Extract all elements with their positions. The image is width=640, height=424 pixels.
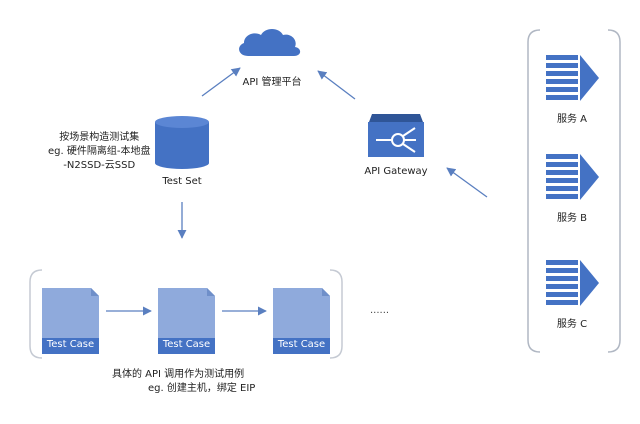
testcase-bracket-left <box>29 269 43 359</box>
scenario-note-line2: eg. 硬件隔离组-本地盘 <box>48 146 151 157</box>
scenario-note-line1: 按场景构造测试集 <box>59 132 140 143</box>
service-c-icon <box>546 260 599 306</box>
service-a-label: 服务 A <box>556 114 588 125</box>
testcase-1-icon <box>42 288 99 354</box>
arrow-gateway-to-cloud <box>317 70 356 100</box>
gateway-label: API Gateway <box>364 166 428 177</box>
cloud-label: API 管理平台 <box>242 77 302 88</box>
api-note-line1: 具体的 API 调用作为测试用例 <box>112 369 245 380</box>
testcase-2-icon <box>158 288 215 354</box>
api-note-line2: eg. 创建主机，绑定 EIP <box>148 383 256 394</box>
ellipsis: ...... <box>370 305 390 316</box>
api-note: 具体的 API 调用作为测试用例 eg. 创建主机，绑定 EIP <box>112 368 255 396</box>
service-c-label: 服务 C <box>556 319 588 330</box>
arrow-testset-to-cloud <box>201 67 241 97</box>
services-bracket-right <box>607 29 621 353</box>
service-a-icon <box>546 55 599 101</box>
cloud-icon <box>239 29 301 56</box>
testset-label: Test Set <box>162 176 202 187</box>
testcase-2-label: Test Case <box>162 339 211 350</box>
testcase-3-icon <box>273 288 330 354</box>
services-bracket <box>527 29 541 353</box>
scenario-note: 按场景构造测试集 eg. 硬件隔离组-本地盘 -N2SSD-云SSD <box>48 131 150 173</box>
database-icon <box>155 116 209 169</box>
testcase-bracket-right <box>329 269 343 359</box>
testcase-1-label: Test Case <box>46 339 95 350</box>
scenario-note-line3: -N2SSD-云SSD <box>63 160 136 171</box>
service-b-label: 服务 B <box>556 213 588 224</box>
testcase-3-label: Test Case <box>277 339 326 350</box>
service-b-icon <box>546 154 599 200</box>
arrow-services-to-gateway <box>446 167 488 198</box>
gateway-icon <box>368 114 424 157</box>
